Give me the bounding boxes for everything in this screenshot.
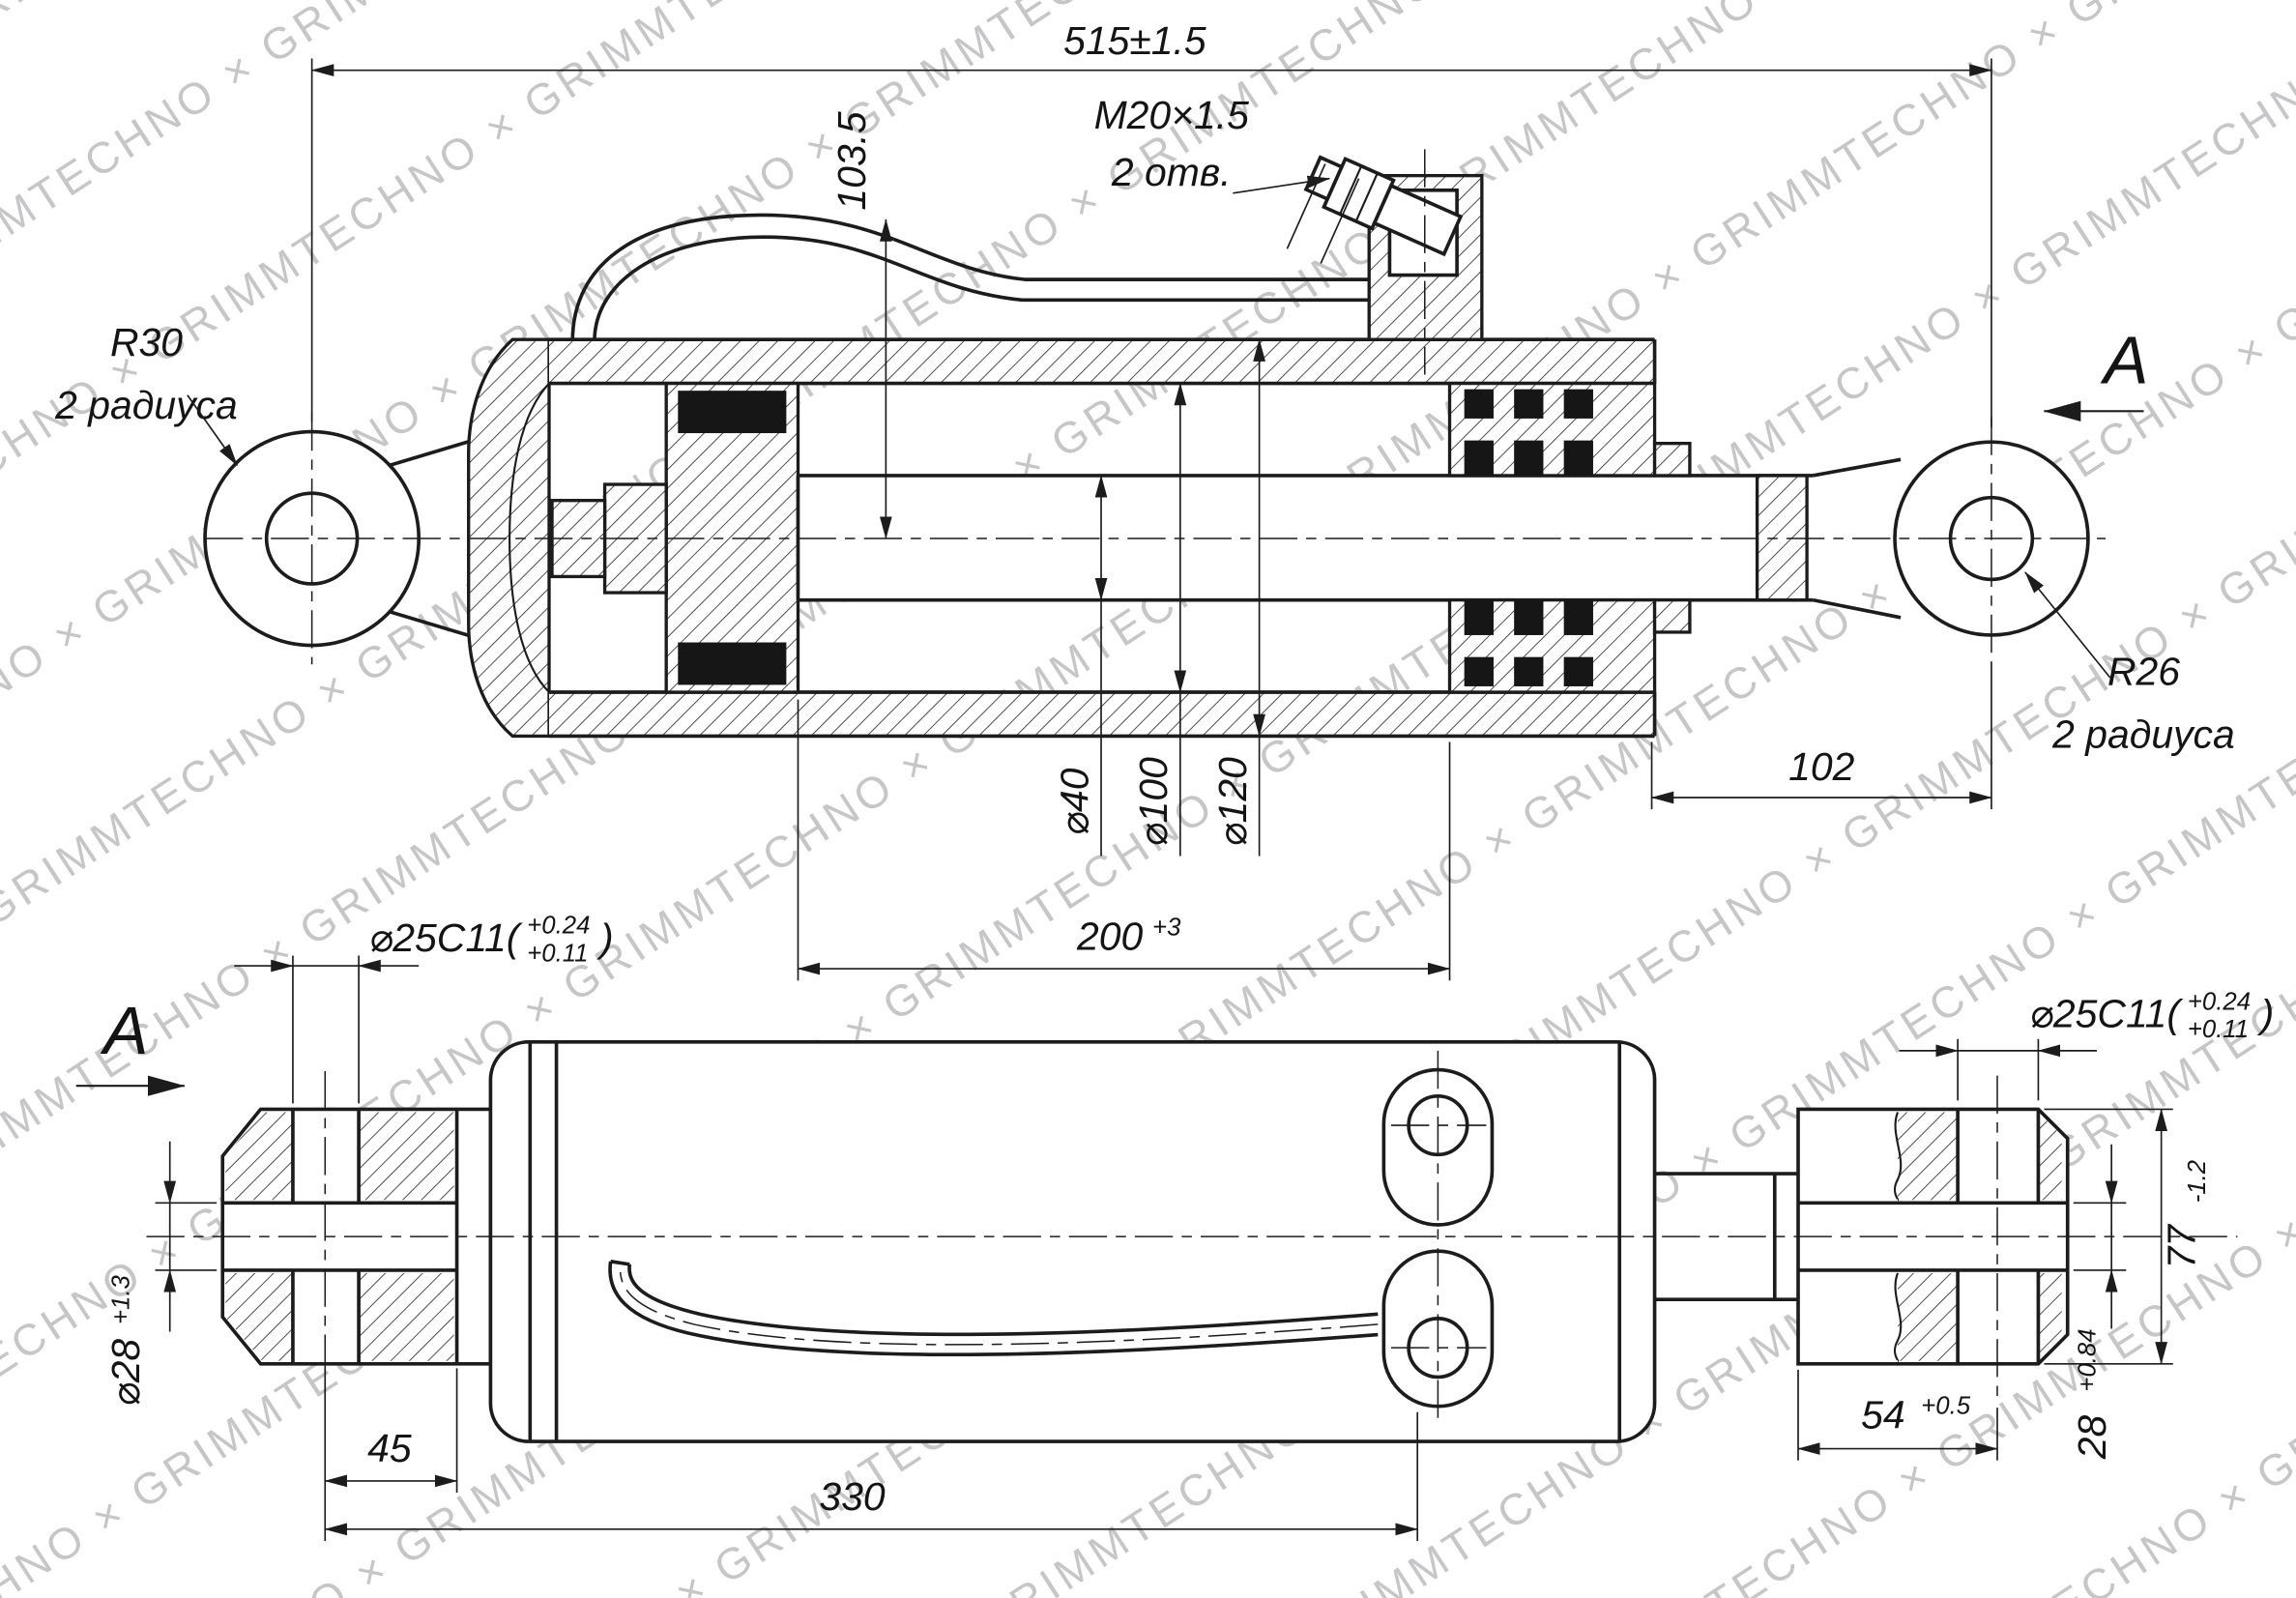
dim-head-width: 54 +0.5: [1797, 1369, 1998, 1461]
dim-stroke-text: 200: [1076, 914, 1143, 958]
left-rod-eye: [203, 429, 479, 648]
dim-clevis-height: 77 -1.2: [2044, 1108, 2211, 1365]
dim-slot-text: 28: [2070, 1414, 2114, 1460]
thread-spec-text: M20×1.5: [1094, 93, 1250, 137]
cylinder-barrel: [549, 337, 1657, 739]
dia-outer-text: ⌀120: [1210, 757, 1255, 847]
label-radius-left: R30 2 радиуса: [54, 320, 239, 466]
dim-pin-bore-left: ⌀25C11( +0.24 +0.11 ): [234, 913, 614, 1104]
top-view-centerlines: [205, 149, 2107, 665]
dim-clevis-height-tol-text: -1.2: [2184, 1160, 2211, 1203]
bottom-view-plan: A: [75, 913, 2275, 1541]
dim-stroke: 200 +3: [797, 699, 1451, 981]
dia-pin-tol-text: +1.3: [107, 1274, 134, 1323]
dim-total-length: 330: [324, 1411, 1419, 1541]
dim-pipe-height-text: 103.5: [829, 111, 874, 211]
pin-bore-right-close: ): [2257, 992, 2275, 1036]
cylinder-body: [488, 1039, 1657, 1443]
dia-rod-text: ⌀40: [1052, 768, 1096, 835]
hydraulic-port: [1286, 155, 1484, 341]
dim-stroke-tol-text: +3: [1152, 914, 1181, 941]
radius-right-text: R26: [2107, 649, 2180, 693]
radius-left-note-text: 2 радиуса: [54, 383, 238, 427]
pin-bore-left-text: ⌀25C11(: [369, 915, 524, 960]
dim-overall-length-text: 515±1.5: [1063, 18, 1206, 63]
dim-rod-end-text: 102: [1788, 744, 1854, 789]
dim-rod-end: 102: [1650, 661, 1992, 810]
section-label-right: A: [2100, 323, 2148, 398]
pin-bore-right-tol-hi: +0.24: [2188, 988, 2251, 1015]
label-thread: M20×1.5 2 отв.: [1094, 93, 1331, 194]
dim-overall-length: 515±1.5: [310, 18, 1992, 428]
label-radius-right: R26 2 радиуса: [2024, 571, 2235, 757]
dim-fork-depth-text: 45: [367, 1426, 412, 1470]
dim-fork-depth: 45: [324, 1368, 458, 1541]
dim-head-text: 54: [1861, 1392, 1904, 1437]
dim-pin-dia-left: ⌀28 +1.3: [103, 1141, 218, 1407]
pin-bore-right-tol-lo: +0.11: [2188, 1016, 2249, 1043]
radius-left-text: R30: [110, 320, 183, 364]
dim-total-text: 330: [819, 1474, 885, 1519]
pin-bore-right-text: ⌀25C11(: [2029, 992, 2184, 1036]
thread-note-text: 2 отв.: [1111, 150, 1232, 194]
dim-pin-bore-right: ⌀25C11( +0.24 +0.11 ): [1899, 988, 2275, 1101]
dim-pipe-height: 103.5: [829, 111, 892, 539]
pin-bore-left-close: ): [596, 915, 614, 960]
section-label-left: A: [100, 993, 148, 1068]
dia-bore-text: ⌀100: [1131, 757, 1176, 847]
rear-cap: [467, 337, 551, 739]
radius-right-note-text: 2 радиуса: [2051, 712, 2235, 757]
dim-slot-width: 28 +0.84: [2070, 1144, 2127, 1460]
pipe-plan: [608, 1260, 1379, 1357]
pin-bore-left-tol-hi: +0.24: [527, 913, 590, 940]
bottom-view-centerlines: [146, 1050, 2238, 1423]
dim-dia-outer: ⌀120: [1210, 338, 1265, 857]
hydraulic-pipe: [570, 213, 1371, 341]
top-view-section: 515±1.5 103.5 M20×1.5 2 отв. R30 2 радиу…: [54, 18, 2235, 981]
section-arrow-right: A: [2043, 323, 2149, 421]
dim-dia-rod: ⌀40: [1052, 475, 1108, 857]
rod-gland: [1447, 381, 1692, 694]
section-arrow-left: A: [75, 993, 186, 1096]
dia-pin-text: ⌀28: [103, 1339, 148, 1407]
dim-slot-tol-text: +0.84: [2074, 1328, 2101, 1391]
pin-bore-left-tol-lo: +0.11: [527, 941, 588, 968]
dim-head-tol-text: +0.5: [1921, 1392, 1971, 1419]
dim-dia-bore: ⌀100: [1131, 382, 1187, 857]
dim-clevis-height-text: 77: [2159, 1224, 2203, 1269]
